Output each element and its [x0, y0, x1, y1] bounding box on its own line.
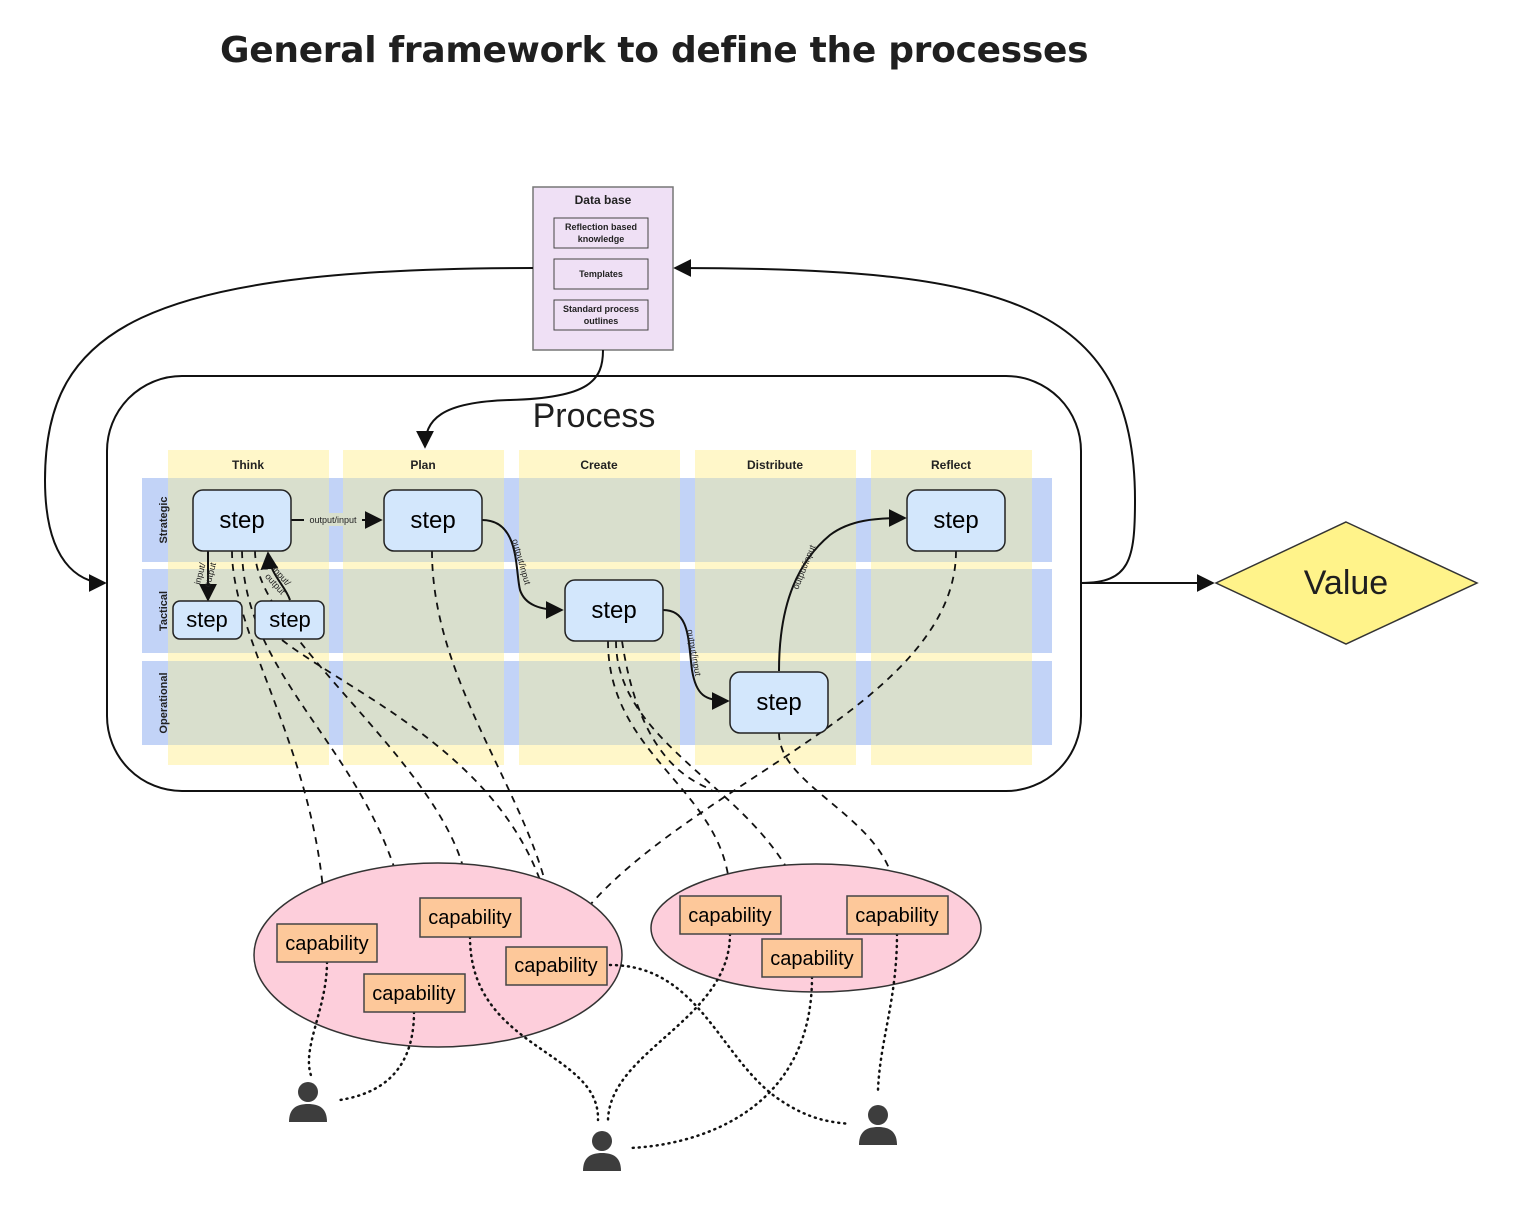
step-label-distribute-operational: step — [756, 689, 801, 716]
step-label-reflect-strategic: step — [933, 507, 978, 534]
dotted-link — [876, 932, 899, 1092]
grid-cell-create-strategic — [519, 478, 680, 562]
step-box-think-tactical-left — [172, 600, 243, 640]
flow-distribute-to-reflect — [778, 509, 907, 672]
database-to-plan-arrow — [416, 349, 604, 449]
step-label-think-strategic: step — [219, 507, 264, 534]
person-icon — [289, 1082, 327, 1122]
dashed-link — [607, 640, 731, 899]
dashed-link — [254, 550, 469, 901]
value-label: Value — [1304, 564, 1388, 602]
column-header-distribute: Distribute — [747, 458, 803, 472]
capability-box-6 — [846, 895, 949, 935]
step-box-think-strategic — [192, 489, 292, 552]
step-box-reflect-strategic — [906, 489, 1006, 552]
value-diamond — [1214, 521, 1479, 645]
flow-tactical-to-strategic — [260, 551, 291, 601]
person-body — [289, 1104, 327, 1122]
process-title: Process — [533, 397, 656, 435]
capability-label-4: capability — [514, 955, 597, 977]
flow-create-to-distribute — [662, 609, 730, 710]
step-boxes: step step step step step step step — [172, 489, 1006, 734]
capability-box-1 — [276, 923, 378, 963]
row-header-strategic: Strategic — [158, 496, 170, 543]
step-label-think-tactical-right: step — [269, 607, 311, 632]
database-item-box-outlines — [553, 299, 649, 331]
step-box-plan-strategic — [383, 489, 483, 552]
person-capability-links — [307, 932, 899, 1150]
database-title: Data base — [575, 193, 632, 207]
dotted-link — [608, 963, 852, 1126]
database-to-process-loop — [43, 267, 534, 592]
person-head — [868, 1105, 888, 1125]
person-head — [592, 1131, 612, 1151]
flow-label-bg — [304, 513, 362, 526]
person-body — [583, 1153, 621, 1171]
dotted-link — [606, 932, 732, 1122]
database-item-box-templates — [553, 258, 649, 290]
process-to-database-loop — [673, 259, 1137, 584]
row-header-tactical: Tactical — [158, 591, 170, 631]
capability-box-4 — [505, 946, 608, 986]
capability-box-7 — [761, 938, 863, 978]
column-header-reflect: Reflect — [931, 458, 971, 472]
capability-label-3: capability — [372, 983, 455, 1005]
dashed-link — [621, 640, 713, 791]
column-header-plan: Plan — [410, 458, 435, 472]
column-header-think: Think — [232, 458, 264, 472]
dashed-link — [241, 550, 413, 976]
dotted-link — [307, 960, 329, 1080]
grid-cell-plan-tactical — [343, 569, 504, 653]
capability-label-1: capability — [285, 933, 368, 955]
step-box-create-tactical — [564, 579, 664, 642]
capability-label-2: capability — [428, 907, 511, 929]
column-header-create: Create — [580, 458, 618, 472]
capability-label-6: capability — [855, 905, 938, 927]
capability-box-5 — [679, 895, 782, 935]
capability-boxes: capability capability capability capabil… — [276, 895, 949, 1013]
person-body — [859, 1127, 897, 1145]
person-head — [298, 1082, 318, 1102]
step-box-think-tactical-right — [254, 600, 325, 640]
grid-cell-distribute-strategic — [695, 478, 856, 562]
capability-group-left — [253, 862, 623, 1048]
capability-box-2 — [419, 897, 522, 938]
person-icon — [583, 1131, 621, 1171]
grid-cell-plan-operational — [343, 661, 504, 745]
database-item-templates: Templates — [579, 269, 623, 279]
capability-box-3 — [363, 973, 466, 1013]
row-header-operational: Operational — [158, 672, 170, 733]
database-item-box-reflection — [553, 217, 649, 249]
page-title: General framework to define the processe… — [220, 30, 1089, 71]
dotted-link — [628, 975, 814, 1150]
flow-plan-to-create — [481, 519, 564, 619]
step-label-think-tactical-left: step — [186, 607, 228, 632]
flow-label-think-to-plan: output/input — [309, 515, 357, 525]
capability-label-5: capability — [688, 905, 771, 927]
step-box-distribute-operational — [729, 671, 829, 734]
capability-label-7: capability — [770, 948, 853, 970]
grid-cell-think-operational — [168, 661, 329, 745]
dotted-link — [468, 935, 600, 1122]
person-icon — [859, 1105, 897, 1145]
dashed-link — [778, 732, 896, 899]
dashed-link — [281, 639, 556, 949]
grid-cell-create-operational — [519, 661, 680, 745]
step-label-create-tactical: step — [591, 597, 636, 624]
grid-cell-distribute-tactical — [695, 569, 856, 653]
step-label-plan-strategic: step — [410, 507, 455, 534]
grid-cell-reflect-operational — [871, 661, 1032, 745]
